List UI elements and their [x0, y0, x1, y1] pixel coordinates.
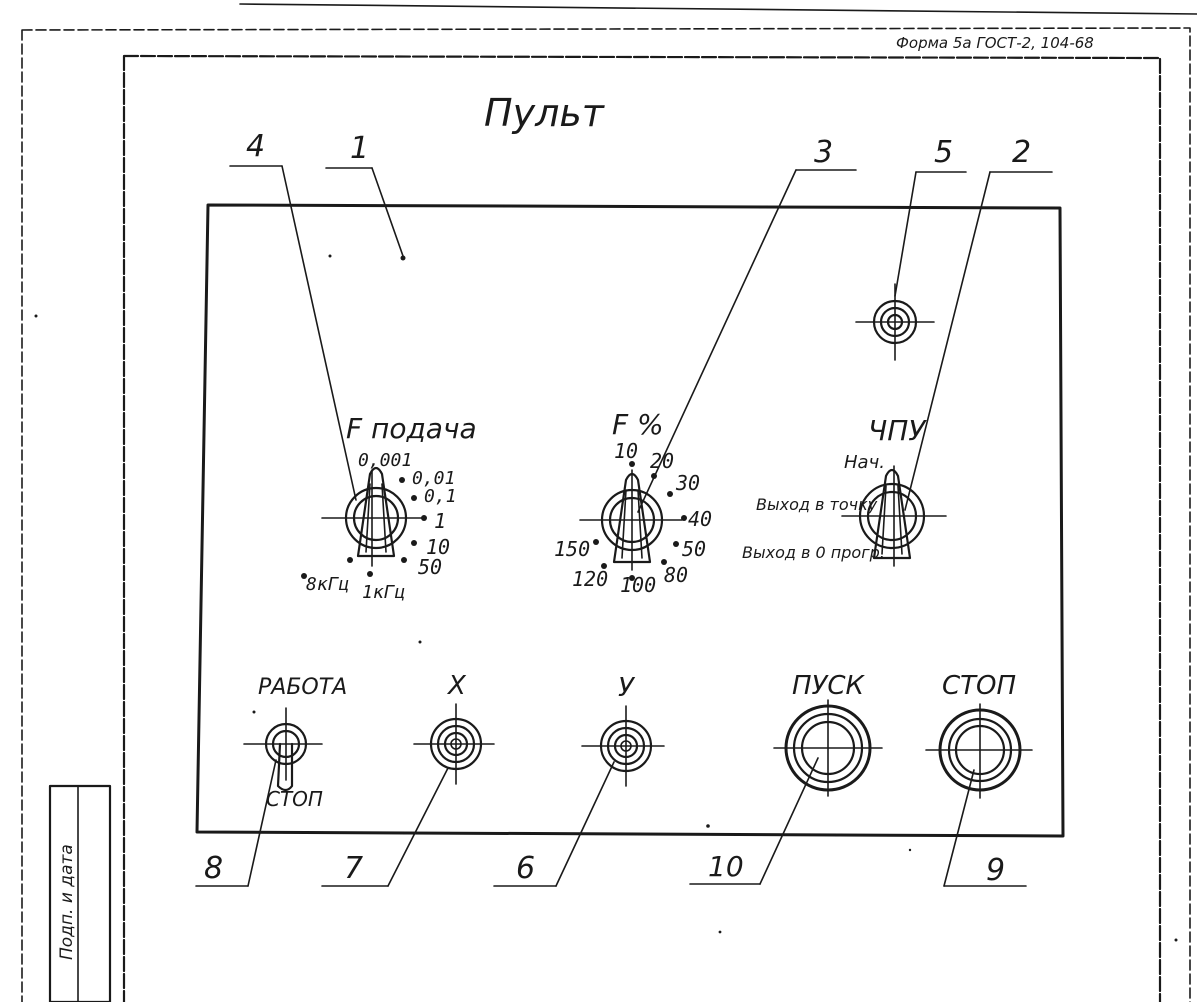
percent-position-120: 120: [572, 567, 608, 591]
stop-button[interactable]: [925, 703, 1033, 799]
percent-position-80: 80: [664, 563, 688, 587]
sheet-outer-border: [21, 27, 1191, 1002]
percent-position-40: 40: [688, 507, 712, 531]
percent-switch-knob[interactable]: [612, 472, 652, 564]
y-axis-button[interactable]: [581, 705, 665, 787]
percent-position-30: 30: [675, 471, 700, 495]
cnc-position-start: Нач.: [844, 452, 885, 473]
percent-position-100: 100: [620, 573, 656, 597]
feed-position-50: 50: [418, 555, 442, 579]
callout-10: 10: [708, 850, 744, 883]
cnc-switch-title: ЧПУ: [868, 414, 927, 447]
percent-switch-title: F %: [612, 408, 664, 441]
start-button-label: ПУСК: [792, 671, 866, 701]
callout-4: 4: [246, 129, 265, 164]
control-panel-body: [195, 203, 1065, 838]
cnc-switch-knob[interactable]: [872, 468, 912, 560]
callout-leaders: [195, 165, 1053, 887]
callout-7: 7: [344, 851, 363, 886]
percent-position-20: 20: [650, 449, 674, 473]
y-button-label: У: [618, 673, 636, 703]
signature-label: Подп. и дата: [57, 844, 77, 960]
cnc-rotary-switch[interactable]: [841, 465, 947, 567]
percent-position-50: 50: [682, 537, 706, 561]
feed-position-8khz: 8кГц: [306, 574, 349, 595]
cnc-position-to-zero: Выход в 0 прогр.: [742, 543, 885, 562]
x-button-label: X: [446, 671, 467, 701]
percent-rotary-switch[interactable]: [579, 461, 687, 581]
callout-5: 5: [934, 135, 953, 170]
feed-rotary-switch[interactable]: [301, 466, 427, 579]
toggle-label-stop: СТОП: [266, 787, 323, 811]
percent-position-10: 10: [614, 439, 638, 463]
feed-position-0-001: 0,001: [358, 450, 412, 471]
stop-button-label: СТОП: [942, 671, 1016, 701]
callout-1: 1: [350, 131, 369, 166]
callout-9: 9: [986, 853, 1005, 888]
feed-position-0-1: 0,1: [424, 486, 457, 507]
feed-position-10: 10: [426, 535, 450, 559]
scan-specks: [34, 254, 1178, 942]
feed-switch-knob[interactable]: [356, 466, 396, 558]
feed-position-0-01: 0,01: [412, 468, 455, 489]
feed-position-1khz: 1кГц: [362, 582, 405, 603]
feed-switch-title: F подача: [346, 412, 477, 445]
callout-6: 6: [516, 851, 535, 886]
sheet-top-edge: [239, 3, 1197, 15]
work-stop-toggle[interactable]: [243, 707, 323, 792]
percent-position-150: 150: [554, 537, 590, 561]
x-axis-button[interactable]: [413, 703, 495, 785]
toggle-lever[interactable]: [276, 742, 294, 792]
cnc-position-to-point: Выход в точку: [756, 495, 878, 514]
start-button[interactable]: [773, 699, 883, 797]
callout-8: 8: [204, 851, 223, 886]
callout-2: 2: [1012, 135, 1031, 170]
signature-stamp: Подп. и дата: [48, 784, 112, 1002]
form-note: Форма 5а ГОСТ-2, 104-68: [896, 34, 1094, 52]
toggle-label-work: РАБОТА: [258, 675, 347, 700]
drawing-frame: [122, 54, 1162, 1002]
feed-position-1: 1: [434, 509, 446, 533]
drawing-title: Пульт: [484, 91, 606, 135]
callout-3: 3: [814, 135, 833, 170]
indicator-lamp: [855, 283, 935, 361]
